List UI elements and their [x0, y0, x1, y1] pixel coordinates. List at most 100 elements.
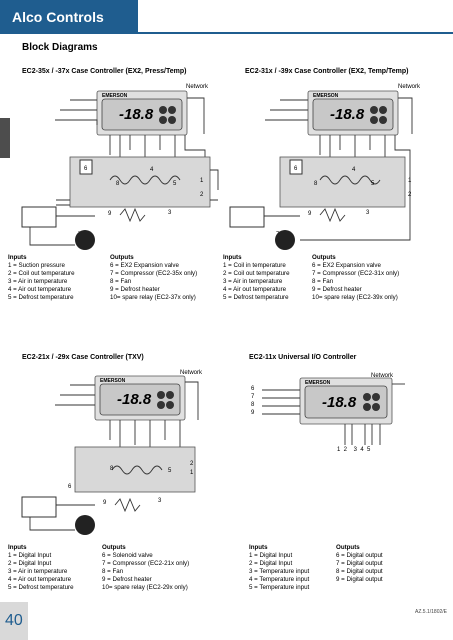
svg-text:3: 3: [366, 210, 370, 216]
input-item: 4 = Temperature input: [249, 576, 310, 583]
svg-text:1: 1: [190, 470, 194, 476]
svg-text:6: 6: [294, 166, 298, 172]
input-item: 2 = Digital Input: [249, 560, 293, 567]
svg-text:8: 8: [116, 181, 120, 187]
diagram-2-inputs: Inputs 1 = Coil in temperature 2 = Coil …: [223, 254, 290, 302]
output-item: 9 = Defrost heater: [110, 286, 160, 293]
outputs-heading: Outputs: [336, 544, 360, 551]
output-item: 10= spare relay (EC2-37x only): [110, 294, 196, 301]
output-item: 7 = Compressor (EC2-31x only): [312, 270, 400, 277]
diagram-4-network-label: Network: [371, 373, 394, 379]
output-item: 6 = EX2 Expansion valve: [312, 262, 381, 269]
svg-text:4: 4: [352, 167, 356, 173]
inputs-heading: Inputs: [8, 544, 27, 551]
page-number-box: 40: [0, 602, 28, 640]
side-number: 6: [251, 386, 255, 392]
diagram-2-outputs: Outputs 6 = EX2 Expansion valve 7 = Comp…: [312, 254, 399, 302]
svg-text:6: 6: [68, 484, 72, 490]
input-item: 1 = Digital Input: [8, 552, 52, 559]
page-header: Alco Controls: [0, 0, 453, 34]
header-title: Alco Controls: [12, 9, 104, 25]
svg-text:9: 9: [103, 500, 107, 506]
diagram-4-outputs: Outputs 6 = Digital output 7 = Digital o…: [336, 544, 383, 584]
svg-text:3: 3: [158, 498, 162, 504]
svg-text:9: 9: [308, 211, 312, 217]
input-item: 4 = Air out temperature: [223, 286, 287, 293]
footer-code: AZ.5.1/1802/E: [415, 609, 447, 615]
svg-text:5: 5: [173, 181, 177, 187]
diagram-3-network-label: Network: [180, 370, 203, 376]
header-rule: [138, 32, 453, 34]
svg-text:6: 6: [84, 166, 88, 172]
output-item: 9 = Defrost heater: [102, 576, 152, 583]
inputs-heading: Inputs: [223, 254, 242, 261]
output-item: 6 = EX2 Expansion valve: [110, 262, 179, 269]
controller-brand-label: EMERSON: [313, 93, 339, 99]
diagram-3-title: EC2-21x / -29x Case Controller (TXV): [22, 354, 144, 361]
input-item: 5 = Defrost temperature: [8, 294, 74, 301]
header-title-band: Alco Controls: [0, 0, 138, 34]
input-item: 2 = Coil out temperature: [8, 270, 75, 277]
input-item: 3 = Temperature input: [249, 568, 310, 575]
svg-text:2: 2: [200, 192, 204, 198]
output-item: 9 = Defrost heater: [312, 286, 362, 293]
svg-text:5: 5: [168, 468, 172, 474]
controller-brand-label: EMERSON: [305, 380, 331, 386]
svg-text:8: 8: [110, 466, 114, 472]
input-item: 3 = Air in temperature: [8, 568, 68, 575]
input-item: 5 = Defrost temperature: [223, 294, 289, 301]
diagram-1-network-label: Network: [186, 84, 209, 90]
diagram-4-title: EC2-11x Universal I/O Controller: [249, 354, 357, 361]
svg-text:5: 5: [371, 181, 375, 187]
svg-text:1: 1: [200, 178, 204, 184]
side-number: 7: [251, 394, 255, 400]
section-title: Block Diagrams: [22, 42, 98, 53]
input-item: 5 = Temperature input: [249, 584, 310, 591]
output-item: 8 = Fan: [312, 278, 334, 285]
output-item: 10= spare relay (EC2-39x only): [312, 294, 398, 301]
diagram-2-title: EC2-31x / -39x Case Controller (EX2, Tem…: [245, 68, 409, 75]
controller-display-value: -18.8: [119, 106, 154, 123]
controller-brand-label: EMERSON: [102, 93, 128, 99]
input-item: 5 = Defrost temperature: [8, 584, 74, 591]
input-item: 3 = Air in temperature: [223, 278, 283, 285]
inputs-heading: Inputs: [249, 544, 268, 551]
input-item: 1 = Coil in temperature: [223, 262, 286, 269]
diagram-1-title: EC2-35x / -37x Case Controller (EX2, Pre…: [22, 68, 187, 75]
svg-text:2: 2: [190, 461, 194, 467]
output-item: 7 = Compressor (EC2-35x only): [110, 270, 198, 277]
outputs-heading: Outputs: [110, 254, 134, 261]
output-item: 10= spare relay (EC2-29x only): [102, 584, 188, 591]
svg-text:9: 9: [108, 211, 112, 217]
output-item: 9 = Digital output: [336, 576, 383, 583]
diagram-3-outputs: Outputs 6 = Solenoid valve 7 = Compresso…: [102, 544, 189, 592]
output-item: 6 = Solenoid valve: [102, 552, 153, 559]
diagram-1-controller: EMERSON -18.8: [96, 90, 188, 136]
diagram-4-side-numbers: 6 7 8 9: [251, 385, 254, 417]
output-item: 8 = Fan: [110, 278, 132, 285]
controller-brand-label: EMERSON: [100, 378, 126, 384]
controller-display-value: -18.8: [117, 391, 152, 408]
page-number: 40: [5, 612, 23, 629]
diagram-1-inputs: Inputs 1 = Suction pressure 2 = Coil out…: [8, 254, 75, 302]
svg-text:4: 4: [150, 167, 154, 173]
outputs-heading: Outputs: [102, 544, 126, 551]
svg-text:8: 8: [314, 181, 318, 187]
output-item: 6 = Digital output: [336, 552, 383, 559]
input-item: 2 = Coil out temperature: [223, 270, 290, 277]
side-number: 9: [251, 410, 255, 416]
sidebar-tab: [0, 118, 10, 158]
side-number: 8: [251, 402, 255, 408]
controller-display-value: -18.8: [330, 106, 365, 123]
input-item: 2 = Digital Input: [8, 560, 52, 567]
output-item: 7 = Compressor (EC2-21x only): [102, 560, 190, 567]
output-item: 7 = Digital output: [336, 560, 383, 567]
output-item: 8 = Digital output: [336, 568, 383, 575]
diagram-4-bottom-numbers: 1 2 3 4 5: [337, 447, 371, 453]
output-item: 8 = Fan: [102, 568, 124, 575]
diagram-4-inputs: Inputs 1 = Digital Input 2 = Digital Inp…: [249, 544, 309, 592]
diagram-3-inputs: Inputs 1 = Digital Input 2 = Digital Inp…: [8, 544, 74, 592]
